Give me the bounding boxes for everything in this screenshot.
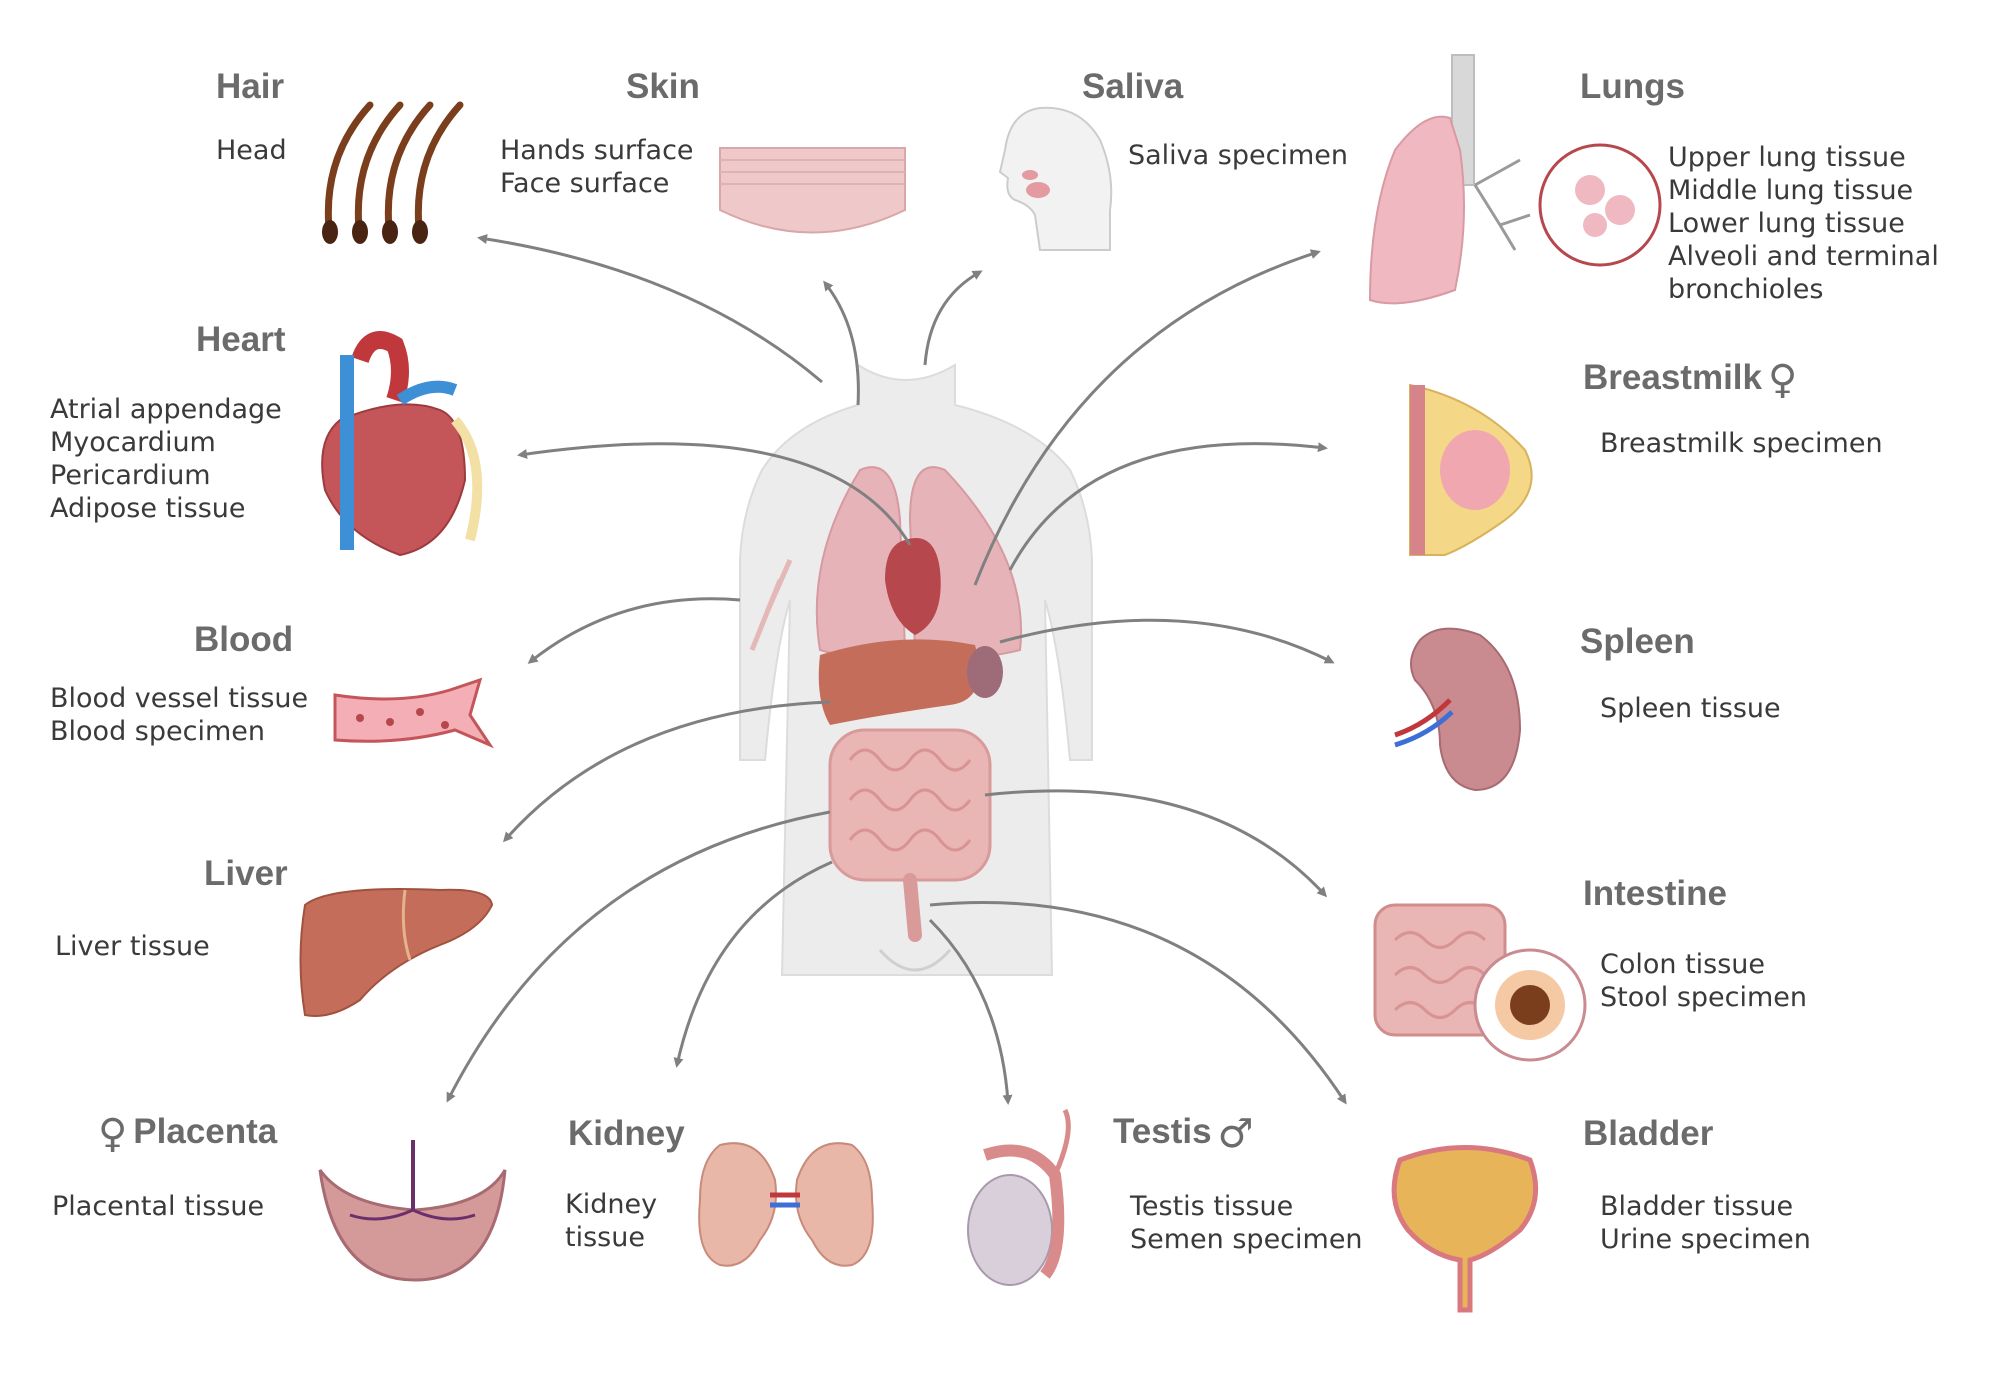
placenta-title: ♀Placenta bbox=[92, 1112, 277, 1154]
female-symbol-icon: ♀ bbox=[98, 1110, 128, 1157]
placenta-items: Placental tissue bbox=[52, 1190, 264, 1223]
body-organs-icon bbox=[815, 466, 1022, 942]
placenta-title-text: Placenta bbox=[133, 1112, 278, 1151]
saliva-title: Saliva bbox=[1082, 67, 1184, 106]
lungs-item: bronchioles bbox=[1668, 274, 1824, 305]
liver-title: Liver bbox=[204, 854, 288, 893]
lungs-title: Lungs bbox=[1580, 67, 1685, 106]
kidney-icon bbox=[698, 1142, 874, 1267]
heart-item: Myocardium bbox=[50, 427, 216, 458]
placenta-item: Placental tissue bbox=[52, 1191, 265, 1222]
placenta-icon bbox=[318, 1140, 507, 1282]
arrow-to-breastmilk bbox=[1008, 442, 1328, 571]
spleen-items: Spleen tissue bbox=[1600, 692, 1781, 725]
breastmilk-item: Breastmilk specimen bbox=[1600, 428, 1883, 459]
intestine-item: Colon tissue bbox=[1600, 949, 1766, 980]
heart-item: Adipose tissue bbox=[50, 493, 246, 524]
breastmilk-items: Breastmilk specimen bbox=[1600, 427, 1883, 460]
lungs-items: Upper lung tissue Middle lung tissue Low… bbox=[1668, 141, 1939, 306]
heart-title: Heart bbox=[196, 320, 286, 359]
spleen-item: Spleen tissue bbox=[1600, 693, 1781, 724]
testis-icon bbox=[967, 1108, 1071, 1286]
intestine-icon bbox=[1373, 903, 1587, 1062]
spleen-title: Spleen bbox=[1580, 622, 1695, 661]
arrow-to-intestine bbox=[984, 789, 1328, 898]
arrow-to-lungs bbox=[973, 249, 1321, 586]
arrow-to-heart bbox=[517, 442, 912, 546]
arrow-to-testis bbox=[928, 918, 1013, 1105]
hair-follicles-icon bbox=[322, 101, 464, 244]
skin-item: Hands surface bbox=[500, 135, 694, 166]
lungs-item: Upper lung tissue bbox=[1668, 142, 1906, 173]
heart-icon bbox=[321, 331, 483, 557]
breastmilk-title: Breastmilk♀ bbox=[1583, 358, 1803, 400]
female-symbol-icon: ♀ bbox=[1767, 356, 1798, 403]
hair-items: Head bbox=[216, 134, 287, 167]
liver-item: Liver tissue bbox=[55, 931, 210, 962]
blood-vessel-icon bbox=[333, 677, 495, 749]
breast-icon bbox=[1409, 383, 1533, 556]
testis-items: Testis tissue Semen specimen bbox=[1130, 1190, 1363, 1256]
heart-items: Atrial appendage Myocardium Pericardium … bbox=[50, 393, 282, 525]
arrow-to-spleen bbox=[999, 618, 1335, 664]
blood-items: Blood vessel tissue Blood specimen bbox=[50, 682, 308, 748]
breastmilk-title-text: Breastmilk bbox=[1583, 358, 1762, 397]
connector-arrows bbox=[446, 234, 1347, 1105]
blood-item: Blood specimen bbox=[50, 716, 265, 747]
skin-item: Face surface bbox=[500, 168, 670, 199]
lungs-item: Middle lung tissue bbox=[1668, 175, 1914, 206]
lungs-item: Lower lung tissue bbox=[1668, 208, 1905, 239]
intestine-item: Stool specimen bbox=[1600, 982, 1808, 1013]
liver-items: Liver tissue bbox=[55, 930, 210, 963]
male-symbol-icon: ♂ bbox=[1217, 1110, 1254, 1157]
saliva-items: Saliva specimen bbox=[1128, 139, 1348, 172]
skin-items: Hands surface Face surface bbox=[500, 134, 694, 200]
bladder-item: Urine specimen bbox=[1600, 1224, 1811, 1255]
kidney-title: Kidney bbox=[568, 1114, 685, 1153]
arrow-to-saliva bbox=[923, 270, 983, 366]
arrow-to-blood bbox=[527, 597, 741, 664]
arrow-to-placenta bbox=[446, 810, 831, 1103]
testis-title-text: Testis bbox=[1113, 1112, 1212, 1151]
arrow-to-hair bbox=[477, 234, 823, 384]
intestine-items: Colon tissue Stool specimen bbox=[1600, 948, 1807, 1014]
intestine-title: Intestine bbox=[1583, 874, 1727, 913]
blood-item: Blood vessel tissue bbox=[50, 683, 309, 714]
testis-item: Testis tissue bbox=[1130, 1191, 1294, 1222]
lungs-item: Alveoli and terminal bbox=[1668, 241, 1939, 272]
testis-item: Semen specimen bbox=[1130, 1224, 1363, 1255]
kidney-items: Kidney tissue bbox=[565, 1188, 657, 1254]
kidney-item: Kidney bbox=[565, 1189, 658, 1220]
blood-title: Blood bbox=[194, 620, 294, 659]
testis-title: Testis♂ bbox=[1113, 1112, 1259, 1154]
bladder-icon bbox=[1391, 1145, 1539, 1313]
arrow-to-kidney bbox=[673, 860, 833, 1068]
head-profile-icon bbox=[998, 106, 1113, 251]
hair-item: Head bbox=[216, 135, 287, 166]
skin-layer-icon bbox=[719, 147, 906, 234]
arrow-to-liver bbox=[503, 700, 831, 843]
lung-icon bbox=[1368, 54, 1662, 305]
heart-item: Pericardium bbox=[50, 460, 211, 491]
skin-title: Skin bbox=[626, 67, 700, 106]
kidney-item: tissue bbox=[565, 1222, 645, 1253]
bladder-item: Bladder tissue bbox=[1600, 1191, 1794, 1222]
spleen-icon bbox=[1394, 627, 1522, 792]
bladder-title: Bladder bbox=[1583, 1114, 1714, 1153]
arrow-to-bladder bbox=[929, 901, 1347, 1105]
saliva-item: Saliva specimen bbox=[1128, 140, 1348, 171]
hair-title: Hair bbox=[216, 67, 285, 106]
bladder-items: Bladder tissue Urine specimen bbox=[1600, 1190, 1811, 1256]
heart-item: Atrial appendage bbox=[50, 394, 282, 425]
liver-icon bbox=[299, 888, 494, 1017]
arrow-to-skin bbox=[823, 280, 860, 406]
